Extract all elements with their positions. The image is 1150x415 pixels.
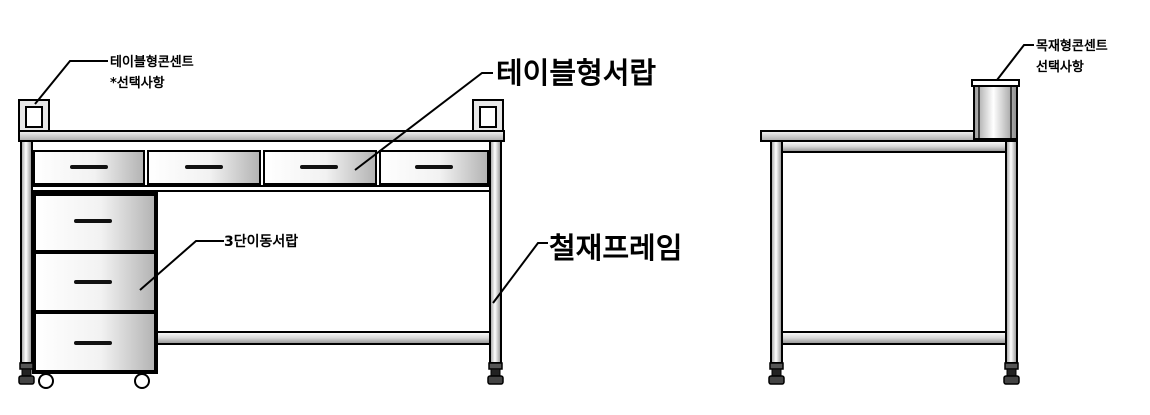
leader-outlet	[34, 60, 108, 105]
table-drawer-2	[147, 150, 261, 185]
table-drawer-4	[379, 150, 489, 185]
front-leg-right	[489, 140, 502, 364]
outlet-box-left	[18, 99, 50, 133]
three-drawer-pedestal	[32, 192, 158, 389]
table-drawer-1	[33, 150, 145, 185]
label-wood-outlet: 목재형콘센트	[1036, 38, 1108, 54]
wood-outlet-box	[971, 79, 1020, 140]
label-table-drawer: 테이블형서랍	[496, 56, 656, 90]
label-outlet-option: *선택사항	[110, 75, 165, 91]
label-outlet: 테이블형콘센트	[110, 54, 194, 70]
front-tabletop	[18, 130, 505, 142]
caster-right	[134, 373, 150, 389]
leader-three-drawer	[139, 240, 224, 291]
leader-lines	[34, 44, 1034, 304]
side-leg-front	[770, 140, 783, 364]
label-steel-frame: 철재프레임	[549, 231, 682, 265]
label-three-drawer: 3단이동서랍	[224, 233, 298, 250]
side-stretcher	[781, 331, 1007, 345]
side-tabletop	[760, 130, 975, 142]
front-foot-left	[18, 362, 35, 385]
front-foot-right	[487, 362, 504, 385]
side-top-rail	[781, 140, 1007, 153]
leader-steel-frame	[492, 242, 548, 304]
front-view	[18, 99, 505, 389]
front-leg-left	[20, 140, 33, 364]
side-view	[760, 79, 1020, 385]
leader-table-drawer	[354, 72, 493, 171]
outlet-box-right	[472, 99, 504, 133]
side-leg-back	[1005, 140, 1018, 364]
side-foot-back	[1003, 362, 1020, 385]
label-wood-outlet-option: 선택사항	[1036, 59, 1084, 75]
leader-wood-outlet	[996, 44, 1034, 81]
caster-left	[38, 373, 54, 389]
front-stretcher	[155, 331, 491, 345]
side-foot-front	[768, 362, 785, 385]
